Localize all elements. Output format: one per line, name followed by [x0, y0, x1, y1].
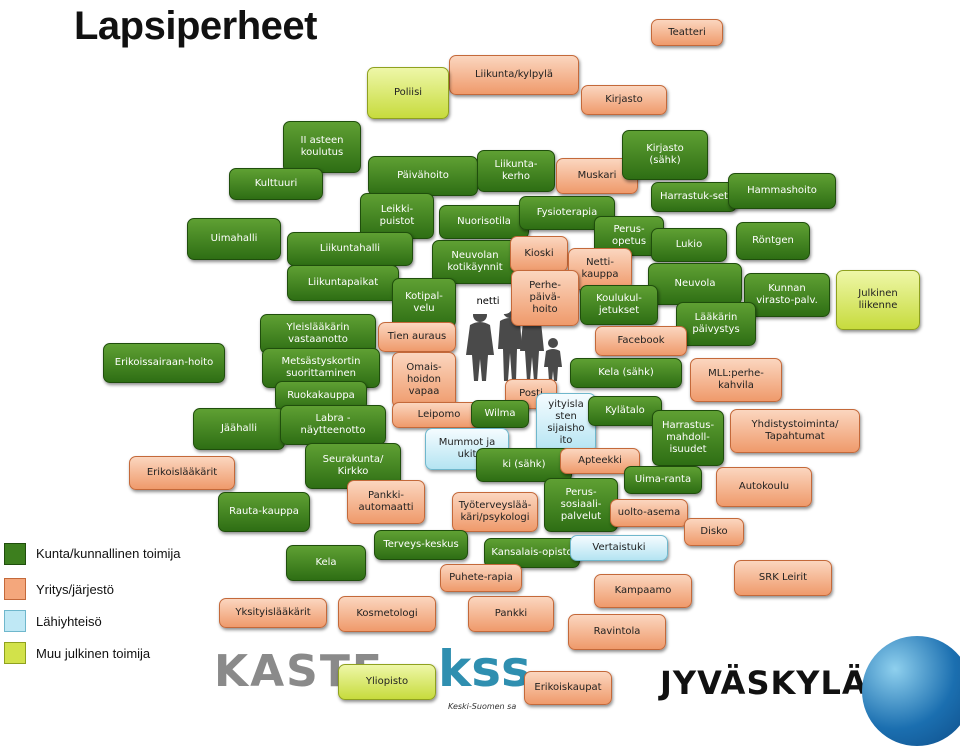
node-liikuntapaikat: Liikuntapaikat [287, 265, 399, 301]
legend-label-company: Yritys/järjestö [36, 582, 115, 597]
node-mll-perhekahvila: MLL:perhe- kahvila [690, 358, 782, 402]
node-yliopisto: Yliopisto [338, 664, 436, 700]
kss-logo: kss [438, 640, 531, 698]
node-tyoterveyslaakari: Työterveyslää- käri/psykologi [452, 492, 538, 532]
node-labra-nayttenotto: Labra - näytteenotto [280, 405, 386, 445]
node-kioski: Kioski [510, 236, 568, 272]
legend-swatch-municipal [4, 543, 26, 565]
node-neuvolan-kotikaynnit: Neuvolan kotikäynnit [432, 240, 518, 284]
node-liikuntahalli: Liikuntahalli [287, 232, 413, 266]
node-kela-partial: ki (sähk) [476, 448, 572, 482]
node-poliisi: Poliisi [367, 67, 449, 119]
node-puhelinapu: Puhete-rapia [440, 564, 522, 592]
node-perussosiaalipalvelut: Perus- sosiaali- palvelut [544, 478, 618, 532]
node-lukio: Lukio [651, 228, 727, 262]
node-yksityislaakarit: Yksityislääkärit [219, 598, 327, 628]
legend-label-other-public: Muu julkinen toimija [36, 646, 151, 661]
legend-swatch-company [4, 578, 26, 600]
node-terveyskeskus: Terveys-keskus [374, 530, 468, 560]
node-kela-sahk: Kela (sähk) [570, 358, 682, 388]
node-erikoissairaanhoito: Erikoissairaan-hoito [103, 343, 225, 383]
legend-label-municipal: Kunta/kunnallinen toimija [36, 546, 181, 561]
node-jaahalli: Jäähalli [193, 408, 285, 450]
node-kirjasto: Kirjasto [581, 85, 667, 115]
node-nuorisotila: Nuorisotila [439, 205, 529, 239]
node-tien-auraus: Tien auraus [378, 322, 456, 352]
node-kansalaisopisto: Kansalais-opisto [484, 538, 580, 568]
node-kyytiyla: yityisla sten sijaisho ito [536, 393, 596, 453]
node-laakarin-paivystys: Lääkärin päivystys [676, 302, 756, 346]
node-kosmetologi: Kosmetologi [338, 596, 436, 632]
node-liikunta-kylpyla: Liikunta/kylpylä [449, 55, 579, 95]
jyvaskyla-emblem [862, 636, 960, 746]
node-uimahalli: Uimahalli [187, 218, 281, 260]
node-paivahoito: Päivähoito [368, 156, 478, 196]
node-pankkiautomaatti: Pankki- automaatti [347, 480, 425, 524]
node-kirjasto-sahk: Kirjasto (sähk) [622, 130, 708, 180]
node-kampaamo: Kampaamo [594, 574, 692, 608]
kss-logo-subtitle: Keski-Suomen sa [448, 702, 517, 711]
node-rauta-kauppa: Rauta-kauppa [218, 492, 310, 532]
node-autokoulu: Autokoulu [716, 467, 812, 507]
node-facebook: Facebook [595, 326, 687, 356]
node-neuvola: Neuvola [648, 263, 742, 305]
node-wilma: Wilma [471, 400, 529, 428]
page-title: Lapsiperheet [74, 4, 317, 48]
node-teatteri: Teatteri [651, 19, 723, 46]
node-huoltoasema: uolto-asema [610, 499, 688, 527]
node-hammashoito: Hammashoito [728, 173, 836, 209]
node-kotipalvelu: Kotipal- velu [392, 278, 456, 328]
node-ravintola: Ravintola [568, 614, 666, 650]
node-kulttuuri: Kulttuuri [229, 168, 323, 200]
legend-label-community: Lähiyhteisö [36, 614, 102, 629]
node-rontgen: Röntgen [736, 222, 810, 260]
node-liikuntakerho: Liikunta- kerho [477, 150, 555, 192]
node-vertaistuki: Vertaistuki [570, 535, 668, 561]
node-ii-asteen-koulutus: II asteen koulutus [283, 121, 361, 173]
node-kunnan-virasto: Kunnan virasto-palv. [744, 273, 830, 317]
node-julkinen-liikenne: Julkinen liikenne [836, 270, 920, 330]
legend-swatch-community [4, 610, 26, 632]
node-srk-leirit: SRK Leirit [734, 560, 832, 596]
node-perhepaivahoito: Perhe- päivä- hoito [511, 270, 579, 326]
node-disko: Disko [684, 518, 744, 546]
legend-swatch-other-public [4, 642, 26, 664]
node-kela: Kela [286, 545, 366, 581]
node-uima-ranta: Uima-ranta [624, 466, 702, 494]
jyvaskyla-logo: JYVÄSKYLÄ [660, 664, 868, 702]
node-harrastuksset: Harrastuk-set [651, 182, 737, 212]
node-harrastusmahdollisuudet: Harrastus- mahdoll- isuudet [652, 410, 724, 466]
node-erikoiskaupat: Erikoiskaupat [524, 671, 612, 705]
node-erikoislaakarit: Erikoislääkärit [129, 456, 235, 490]
node-yhdistystoiminta: Yhdistystoiminta/ Tapahtumat [730, 409, 860, 453]
node-omaishoidon-vapaa: Omais- hoidon vapaa [392, 352, 456, 408]
node-netti: netti [464, 290, 512, 314]
node-pankki: Pankki [468, 596, 554, 632]
node-leikkipuistot: Leikki- puistot [360, 193, 434, 239]
family-silhouette-icon [466, 305, 562, 381]
node-kylatalo: Kylätalo [588, 396, 662, 426]
node-koulukuljetukset: Koulukul- jetukset [580, 285, 658, 325]
node-leipomo: Leipomo [392, 402, 486, 428]
